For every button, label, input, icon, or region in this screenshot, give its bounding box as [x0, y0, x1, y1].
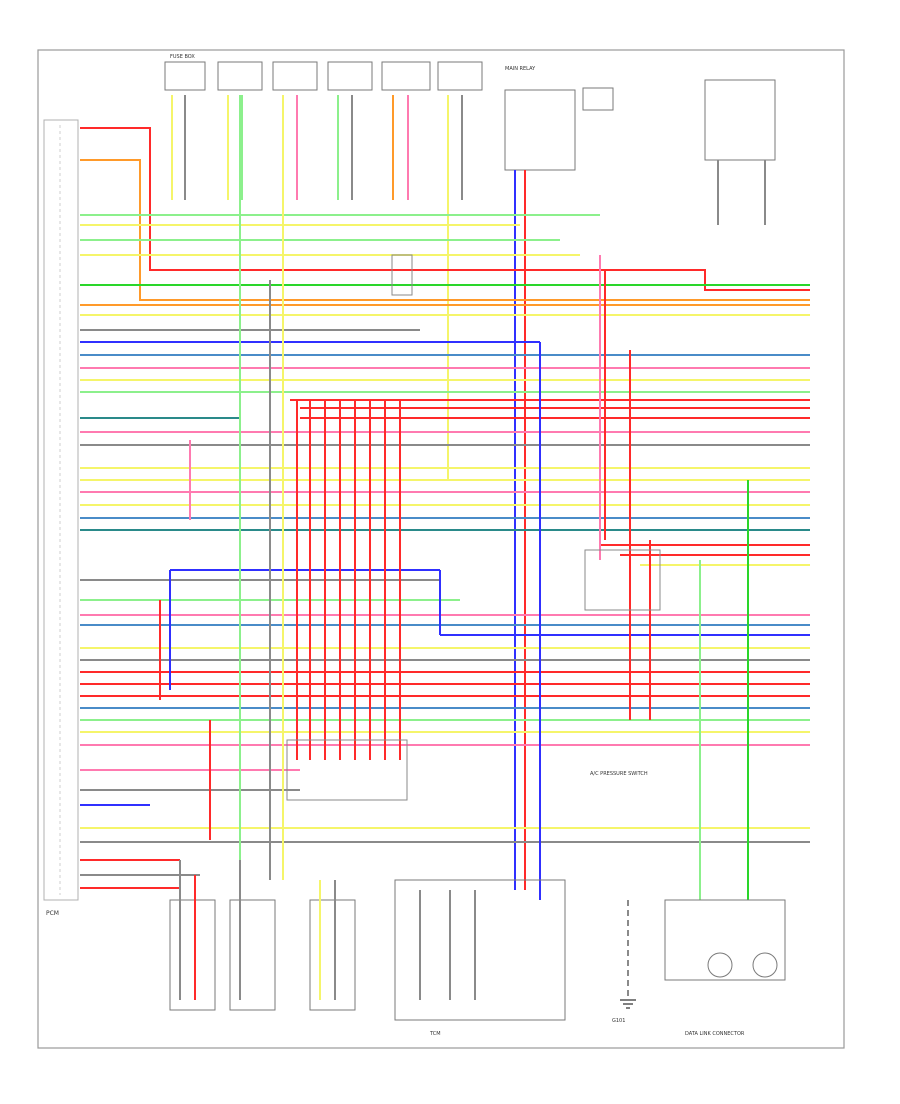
data-link-connector-label: DATA LINK CONNECTOR [685, 1031, 745, 1037]
pcm-label: PCM [46, 910, 59, 917]
tcm-label: TCM [429, 1031, 441, 1037]
vertical-risers [159, 95, 749, 900]
pcm-connector: PCM [43, 119, 79, 917]
a-c-pressure-switch-label: A/C PRESSURE SWITCH [590, 771, 648, 777]
bottom-components [169, 879, 786, 1021]
connector-strips [286, 254, 661, 801]
fuse-box-label: FUSE BOX [170, 54, 195, 60]
bottom-risers [179, 860, 629, 1000]
pcm-harness-lines [80, 127, 810, 889]
main-relay-label: MAIN RELAY [505, 66, 536, 72]
ground-symbol [620, 999, 636, 1009]
top-fuse-boxes [164, 61, 776, 171]
diagram-frame [37, 49, 845, 1049]
ground-label: G101 [612, 1018, 625, 1024]
